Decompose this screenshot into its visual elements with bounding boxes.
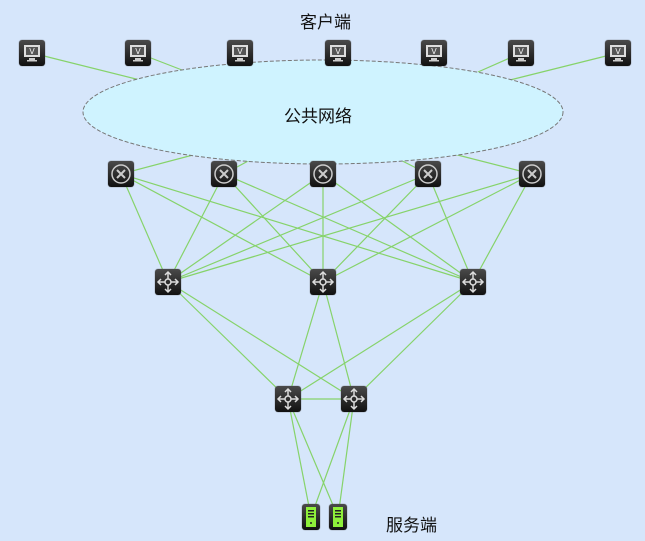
switch-core-link: [287, 281, 324, 400]
switch-core-link: [167, 281, 289, 400]
core-server-link: [287, 398, 339, 518]
router-switch-link: [472, 173, 533, 283]
client-computer[interactable]: V: [421, 40, 447, 66]
router-switch-link: [167, 173, 225, 283]
client-computer[interactable]: V: [508, 40, 534, 66]
client-label: 客户端: [300, 13, 351, 33]
svg-text:V: V: [518, 47, 524, 56]
router-switch-link: [167, 173, 429, 283]
core-server-link: [310, 398, 355, 518]
router[interactable]: [519, 161, 545, 187]
svg-text:V: V: [135, 47, 141, 56]
core-server-link: [337, 398, 355, 518]
core-server-link: [287, 398, 312, 518]
router-switch-link: [167, 173, 533, 283]
router-switch-link: [322, 173, 429, 283]
switch[interactable]: [460, 269, 486, 295]
client-link: [509, 52, 619, 81]
router-switch-link: [167, 173, 324, 283]
router[interactable]: [415, 161, 441, 187]
svg-text:V: V: [29, 47, 35, 56]
svg-text:V: V: [335, 47, 341, 56]
server[interactable]: [329, 504, 347, 530]
svg-text:V: V: [615, 47, 621, 56]
switch[interactable]: [310, 269, 336, 295]
switch-core-link: [322, 281, 355, 400]
switch-core-link: [353, 281, 474, 400]
switch[interactable]: [155, 269, 181, 295]
network-label: 公共网络: [284, 107, 352, 127]
router[interactable]: [108, 161, 134, 187]
client-computer[interactable]: V: [125, 40, 151, 66]
server[interactable]: [302, 504, 320, 530]
core-switch[interactable]: [341, 386, 367, 412]
core-switch[interactable]: [275, 386, 301, 412]
svg-text:V: V: [237, 47, 243, 56]
router[interactable]: [310, 161, 336, 187]
router-switch-link: [223, 173, 324, 283]
server-label: 服务端: [386, 516, 437, 536]
client-computer[interactable]: V: [227, 40, 253, 66]
router-switch-link: [427, 173, 474, 283]
router-switch-link: [322, 173, 474, 283]
router-switch-link: [120, 173, 324, 283]
client-computer[interactable]: V: [19, 40, 45, 66]
client-computer[interactable]: V: [605, 40, 631, 66]
router[interactable]: [211, 161, 237, 187]
client-computer[interactable]: V: [325, 40, 351, 66]
router-switch-link: [322, 173, 533, 283]
switch-core-link: [167, 281, 355, 400]
switch-core-link: [287, 281, 474, 400]
router-switch-link: [120, 173, 169, 283]
client-link: [31, 52, 141, 81]
svg-text:V: V: [431, 47, 437, 56]
